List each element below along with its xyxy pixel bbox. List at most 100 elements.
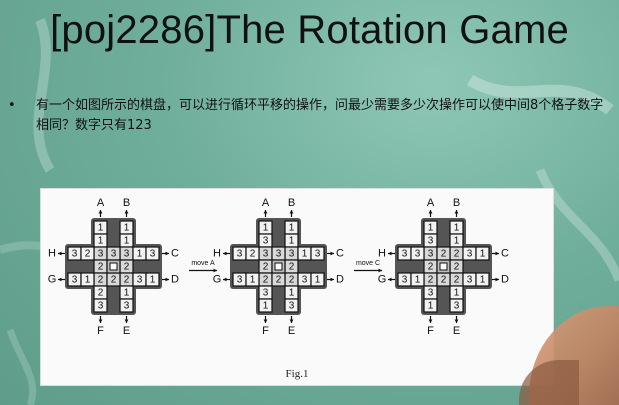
board-2-row-h-cell [310, 246, 325, 261]
board-3-letter-f: F [427, 325, 434, 337]
board-1-col-a-value: 3 [98, 301, 104, 312]
board-2-col-b-value: 1 [289, 236, 295, 247]
board-3-col-b-value: 1 [454, 236, 460, 247]
board-3-letter-b: B [453, 197, 460, 209]
board-1-row-h-cell [80, 246, 95, 261]
board-2-col-a-value: 3 [263, 249, 269, 260]
board-2-col-a-value: 3 [263, 288, 269, 299]
board-1-row-g-cell [80, 272, 95, 287]
board-1-letter-b: B [123, 197, 130, 209]
board-2-arrow-b-head [289, 210, 294, 214]
board-3-col-b-value: 2 [454, 275, 460, 286]
board-2-row-h-value: 3 [276, 249, 282, 260]
board-3-col-a-value: 3 [428, 249, 434, 260]
board-3-letter-e: E [453, 325, 460, 337]
board-2-row-g-value: 1 [250, 275, 256, 286]
board-3-row-h-value: 1 [480, 249, 486, 260]
board-1-col-b-value: 3 [124, 301, 130, 312]
board-3-arrow-a-head [428, 210, 433, 214]
board-3-arrow-c-head [495, 251, 499, 256]
board-3-letter-h: H [378, 248, 386, 260]
board-3-col-a-value: 2 [428, 275, 434, 286]
board-3-col-b-value: 2 [454, 249, 460, 260]
board-2-row-g-value: 2 [276, 275, 282, 286]
board-2-letter-g: G [213, 274, 222, 286]
move-label-1: move A [191, 260, 215, 267]
slide-title: [poj2286]The Rotation Game [50, 8, 569, 52]
board-1-letter-a: A [97, 197, 105, 209]
board-2-arrow-a-head [263, 210, 268, 214]
board-1-col-b-value: 1 [124, 223, 130, 234]
board-3-row-g-value: 3 [467, 275, 473, 286]
board-2-row-h-value: 3 [315, 249, 321, 260]
board-2-col-b-value: 3 [289, 249, 295, 260]
board-3-row-g-cell [475, 272, 490, 287]
board-3-letter-a: A [427, 197, 435, 209]
board-1-letter-c: C [171, 248, 179, 260]
board-2-col-b-value: 2 [289, 275, 295, 286]
board-3-letter-d: D [501, 274, 509, 286]
move-label-2: move C [356, 260, 380, 267]
board-3-letter-g: G [378, 274, 387, 286]
board-2-letter-h: H [213, 248, 221, 260]
board-1-row-h-value: 2 [85, 249, 91, 260]
board-1-letter-d: D [171, 274, 179, 286]
board-2-row-h-cell [245, 246, 260, 261]
board-2-letter-d: D [336, 274, 344, 286]
board-2-col-b-value: 1 [289, 223, 295, 234]
board-1-col-a-value: 1 [98, 223, 104, 234]
board-1-arrow-b-head [124, 210, 129, 214]
board-1-row-g-cell [145, 272, 160, 287]
board-1-row-g-value: 3 [72, 275, 78, 286]
board-2-col-a-value: 3 [263, 236, 269, 247]
board-1-center-inner [109, 262, 118, 271]
board-2-row-g-value: 3 [237, 275, 243, 286]
board-3-col-b-value: 2 [454, 262, 460, 273]
board-3-row-g-value: 2 [441, 275, 447, 286]
board-2-col-a-value: 2 [263, 275, 269, 286]
board-1-row-g-value: 1 [150, 275, 156, 286]
board-3-arrow-h-head [388, 251, 392, 256]
board-2-col-a-value: 1 [263, 223, 269, 234]
board-3-col-a-value: 1 [428, 301, 434, 312]
board-3-letter-c: C [501, 248, 509, 260]
board-1-col-a-value: 3 [98, 249, 104, 260]
board-3-row-h-value: 3 [467, 249, 473, 260]
board-2-arrow-f-head [263, 319, 268, 323]
board-2-arrow-h-head [223, 251, 227, 256]
board-3-arrow-g-head [388, 277, 392, 282]
board-1-arrow-d-head [165, 277, 169, 282]
board-3-center-inner [439, 262, 448, 271]
board-2-letter-a: A [262, 197, 270, 209]
board-1-col-a-value: 2 [98, 275, 104, 286]
board-2-row-g-cell [245, 272, 260, 287]
board-2-col-a-value: 1 [263, 301, 269, 312]
board-3-row-h-value: 3 [402, 249, 408, 260]
board-3-col-a-value: 2 [428, 262, 434, 273]
board-1-col-a-cell [93, 298, 108, 313]
board-1-row-h-value: 1 [137, 249, 143, 260]
board-3-row-g-cell [410, 272, 425, 287]
board-1-arrow-h-head [58, 251, 62, 256]
board-1-row-h-value: 3 [150, 249, 156, 260]
board-2-letter-f: F [262, 325, 269, 337]
board-2-row-g-value: 1 [315, 275, 321, 286]
board-2-row-h-value: 2 [250, 249, 256, 260]
board-3-col-b-value: 1 [454, 223, 460, 234]
bullet-text: 有一个如图所示的棋盘，可以进行循环平移的操作，问最少需要多少次操作可以使中间8个… [36, 98, 604, 133]
board-3-col-a-value: 1 [428, 223, 434, 234]
board-2-arrow-g-head [223, 277, 227, 282]
board-3-row-h-cell [410, 246, 425, 261]
board-3-col-a-cell [423, 298, 438, 313]
board-1-col-a-value: 1 [98, 236, 104, 247]
board-1-arrow-f-head [98, 319, 103, 323]
board-1-letter-h: H [48, 248, 56, 260]
board-3-row-h-cell [475, 246, 490, 261]
board-3-arrow-e-head [454, 319, 459, 323]
board-3-col-a-value: 3 [428, 288, 434, 299]
bullet-dot: • [8, 98, 16, 113]
board-2-letter-b: B [288, 197, 295, 209]
board-1-col-a-value: 2 [98, 262, 104, 273]
board-1-col-b-value: 2 [124, 275, 130, 286]
board-1-letter-g: G [48, 274, 57, 286]
